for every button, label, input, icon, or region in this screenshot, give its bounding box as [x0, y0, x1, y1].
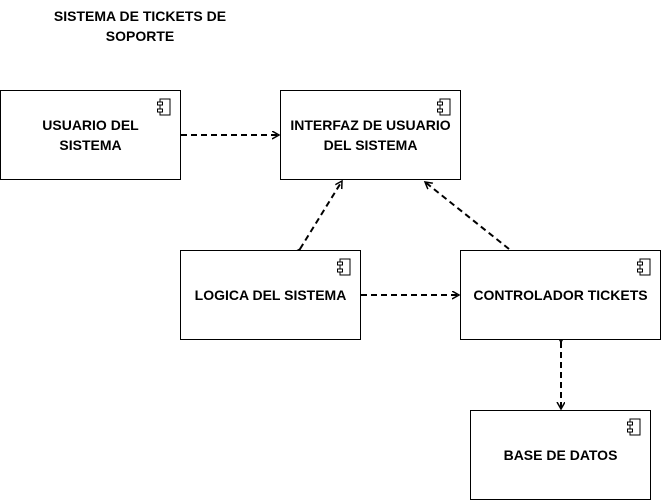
uml-component-icon: [627, 418, 641, 436]
component-label: LOGICA DEL SISTEMA: [194, 287, 347, 303]
component-usuario[interactable]: USUARIO DEL SISTEMA: [0, 90, 181, 180]
uml-component-icon: [157, 98, 171, 116]
component-label: BASE DE DATOS: [503, 447, 618, 463]
component-label: CONTROLADOR TICKETS: [473, 287, 648, 303]
component-controlador[interactable]: CONTROLADOR TICKETS: [460, 250, 661, 340]
component-interfaz[interactable]: INTERFAZ DE USUARIO DEL SISTEMA: [280, 90, 461, 180]
uml-component-icon: [437, 98, 451, 116]
component-label: INTERFAZ DE USUARIO DEL SISTEMA: [290, 117, 451, 153]
connector-logica-interfaz: [300, 181, 343, 249]
diagram-title: SISTEMA DE TICKETS DE SOPORTE: [53, 8, 227, 44]
component-label: USUARIO DEL SISTEMA: [42, 117, 139, 153]
uml-component-icon: [337, 258, 351, 276]
uml-component-icon: [637, 258, 651, 276]
component-logica[interactable]: LOGICA DEL SISTEMA: [180, 250, 361, 340]
component-base[interactable]: BASE DE DATOS: [470, 410, 651, 500]
connector-controlador-to-interfaz: [425, 182, 510, 250]
